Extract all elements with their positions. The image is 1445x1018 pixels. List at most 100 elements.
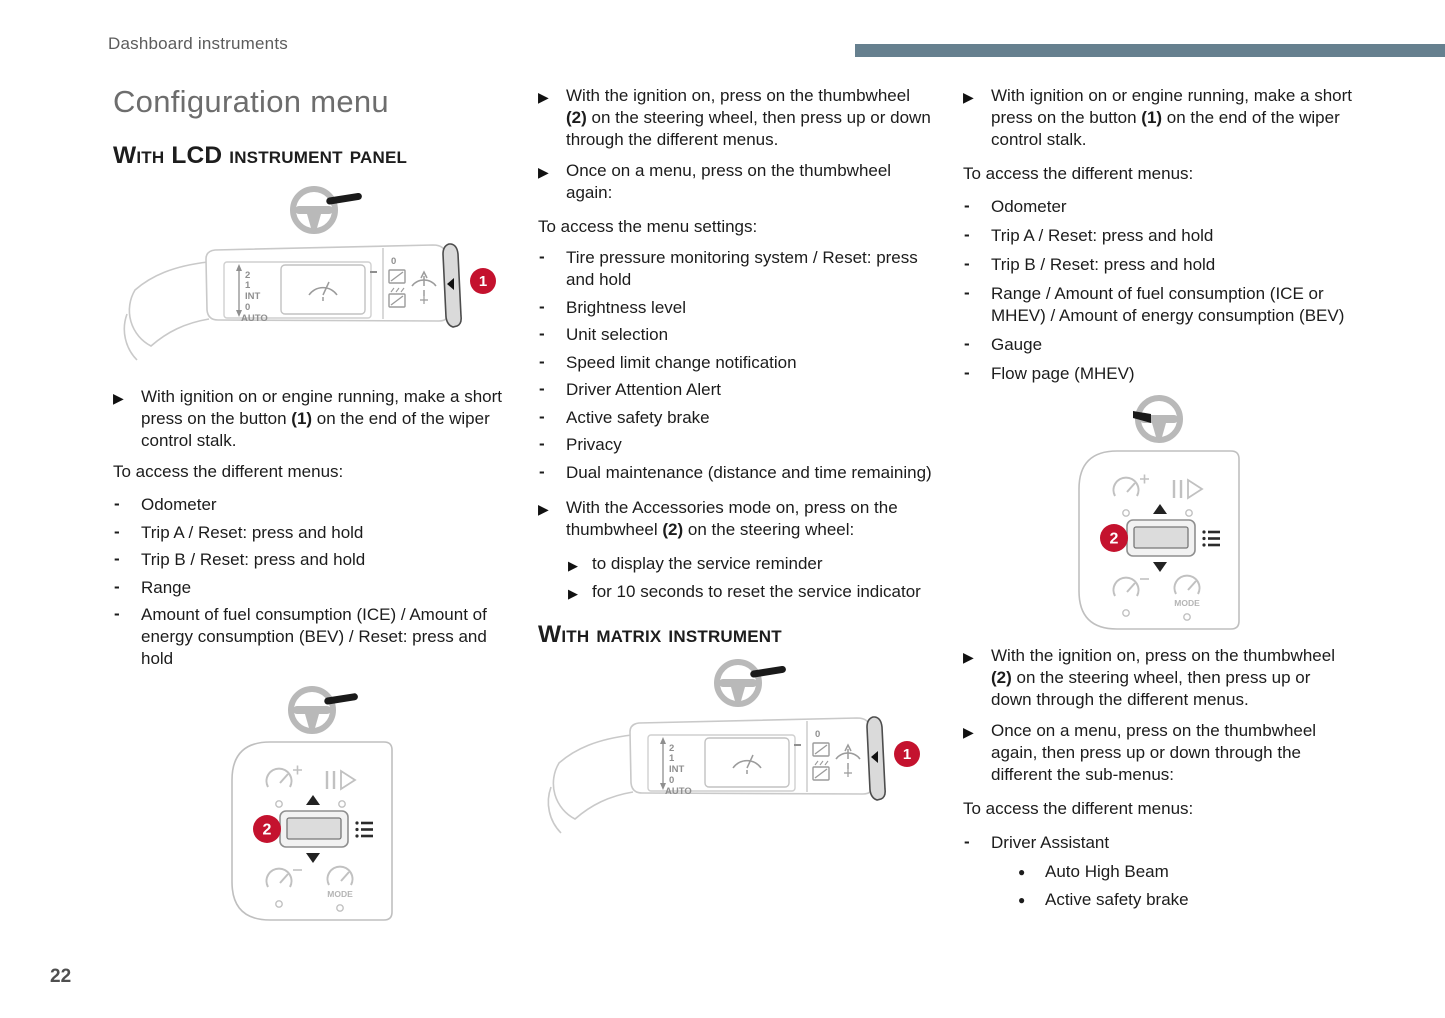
arrow-icon: ▶ bbox=[113, 390, 124, 406]
gauge-mode-icon: MODE bbox=[1173, 574, 1201, 621]
sub-list: ● Auto High Beam ●Active safety brake bbox=[963, 861, 1355, 911]
dot-bullet: ● bbox=[1018, 893, 1026, 907]
list-item: ●Active safety brake bbox=[963, 889, 1355, 911]
list-item: -Amount of fuel consumption (ICE) / Amou… bbox=[113, 604, 511, 670]
list-item: -Brightness level bbox=[538, 297, 935, 319]
list-item: - Gauge bbox=[963, 334, 1355, 356]
steering-wheel-icon bbox=[714, 658, 786, 707]
svg-text:AUTO: AUTO bbox=[241, 313, 268, 324]
step-bold-ref: (1) bbox=[291, 409, 313, 428]
list-item: -Odometer bbox=[963, 196, 1355, 218]
step-text: on the steering wheel, then press up or … bbox=[991, 668, 1311, 709]
gauge-plus-icon bbox=[265, 765, 302, 808]
heading-lcd-instrument-panel: With LCD instrument panel bbox=[113, 142, 408, 169]
dash-bullet: - bbox=[964, 225, 970, 244]
dash-bullet: - bbox=[114, 521, 120, 541]
list-item-text: Range bbox=[141, 577, 192, 597]
list-item: -Speed limit change notification bbox=[538, 352, 935, 374]
stalk-body bbox=[629, 716, 874, 795]
instruction-step: ▶ With ignition on or engine running, mak… bbox=[113, 386, 511, 452]
arrow-icon: ▶ bbox=[538, 500, 549, 517]
list-item-text: Auto High Beam bbox=[1045, 862, 1169, 881]
dash-bullet: - bbox=[964, 254, 970, 273]
column-1: Configuration menu With LCD instrument p… bbox=[113, 84, 511, 924]
step-text: Once on a menu, press on the thumbwheel … bbox=[991, 721, 1317, 784]
list-item-text: Amount of fuel consumption (ICE) / Amoun… bbox=[141, 605, 487, 668]
list-item-text: Gauge bbox=[991, 335, 1043, 354]
list-item-text: Trip A / Reset: press and hold bbox=[991, 226, 1214, 245]
wiper-icon bbox=[307, 281, 338, 301]
list-item: -Trip A / Reset: press and hold bbox=[113, 522, 511, 544]
arrow-icon: ▶ bbox=[963, 724, 974, 740]
callout-badge-1: 1 bbox=[894, 740, 920, 767]
step-text: on the steering wheel: bbox=[683, 519, 855, 539]
svg-text:INT: INT bbox=[669, 764, 685, 775]
svg-text:INT: INT bbox=[245, 291, 261, 302]
dash-bullet: - bbox=[539, 351, 545, 371]
wiper-display bbox=[279, 264, 366, 315]
list-item-text: Tire pressure monitoring system / Reset:… bbox=[566, 248, 918, 289]
wiper-stalk-illustration: 2 1 INT 0 AUTO 0 bbox=[123, 186, 496, 361]
dash-bullet: - bbox=[964, 334, 970, 353]
dash-bullet: - bbox=[539, 406, 545, 426]
arrow-icon: ▶ bbox=[568, 557, 578, 573]
list-item: -Privacy bbox=[538, 434, 935, 456]
step-text: With ignition on or engine running, make… bbox=[141, 387, 502, 428]
dash-bullet: - bbox=[964, 363, 970, 382]
settings-list: - Tire pressure monitoring system / Reset… bbox=[538, 247, 935, 484]
step-text: Once on a menu, press on the thumbwheel … bbox=[566, 161, 892, 202]
list-item: -Range / Amount of fuel consumption (ICE… bbox=[963, 283, 1355, 327]
svg-text:1: 1 bbox=[478, 273, 486, 290]
list-item: -Driver Assistant bbox=[963, 832, 1355, 854]
thumbwheel bbox=[1126, 519, 1196, 557]
svg-text:2: 2 bbox=[245, 270, 250, 281]
svg-text:2: 2 bbox=[263, 822, 272, 839]
dash-bullet: - bbox=[114, 494, 120, 513]
stalk-end-button bbox=[441, 243, 462, 328]
gauge-plus-icon bbox=[1112, 474, 1149, 517]
down-arrow-icon bbox=[1153, 562, 1167, 572]
gauge-minus-icon bbox=[265, 867, 302, 908]
dash-bullet: - bbox=[539, 247, 545, 266]
instruction-substep: ▶for 10 seconds to reset the service ind… bbox=[538, 581, 935, 603]
list-item-text: Active safety brake bbox=[566, 407, 710, 427]
step-bold-ref: (1) bbox=[1141, 108, 1163, 127]
callout-badge-2: 2 bbox=[253, 815, 281, 843]
dot-bullet: ● bbox=[1018, 865, 1026, 879]
step-text: on the end of the wiper control stalk. bbox=[141, 409, 490, 450]
dash-bullet: - bbox=[964, 832, 970, 851]
list-item-text: Dual maintenance (distance and time rema… bbox=[566, 462, 932, 482]
arrow-icon: ▶ bbox=[538, 164, 549, 180]
instruction-step: ▶With the ignition on, press on the thum… bbox=[538, 85, 935, 151]
stalk-arm bbox=[547, 733, 634, 834]
dash-bullet: - bbox=[964, 196, 970, 215]
dash-bullet: - bbox=[964, 283, 970, 302]
list-item-text: Flow page (MHEV) bbox=[991, 364, 1135, 383]
thumbwheel-illustration: 2 MODE bbox=[1078, 395, 1240, 630]
step-bold-ref: (2) bbox=[991, 668, 1012, 687]
svg-text:2: 2 bbox=[1110, 531, 1119, 548]
svg-text:0: 0 bbox=[245, 302, 250, 313]
stalk-end-button bbox=[866, 715, 886, 801]
up-arrow-icon bbox=[1153, 504, 1167, 514]
thumbwheel bbox=[279, 810, 349, 848]
step-text: With the ignition on, press on the thumb… bbox=[991, 646, 1335, 665]
headlight-flash-icon bbox=[325, 769, 357, 808]
substep-text: to display the service reminder bbox=[592, 553, 823, 573]
list-item: -Dual maintenance (distance and time rem… bbox=[538, 462, 935, 484]
access-menus-label: To access the different menus: bbox=[963, 799, 1194, 818]
svg-text:MODE: MODE bbox=[1174, 598, 1200, 608]
access-menus-label: To access the different menus: bbox=[963, 164, 1194, 183]
svg-text:MODE: MODE bbox=[327, 889, 353, 899]
menu-list: -Odometer - Trip A / Reset: press and hol… bbox=[963, 196, 1355, 385]
list-item: -Odometer bbox=[113, 494, 511, 516]
callout-badge-2: 2 bbox=[1100, 524, 1128, 552]
rear-wiper-icons: 0 bbox=[387, 256, 406, 308]
list-item: - Flow page (MHEV) bbox=[963, 363, 1355, 385]
step-text: With the Accessories mode on, press on t… bbox=[566, 497, 898, 539]
dash-bullet: - bbox=[539, 296, 545, 316]
svg-text:0: 0 bbox=[669, 775, 674, 786]
front-wash-icon bbox=[410, 270, 437, 304]
page-title: Configuration menu bbox=[113, 84, 389, 119]
menu-list-icon bbox=[1202, 530, 1220, 547]
